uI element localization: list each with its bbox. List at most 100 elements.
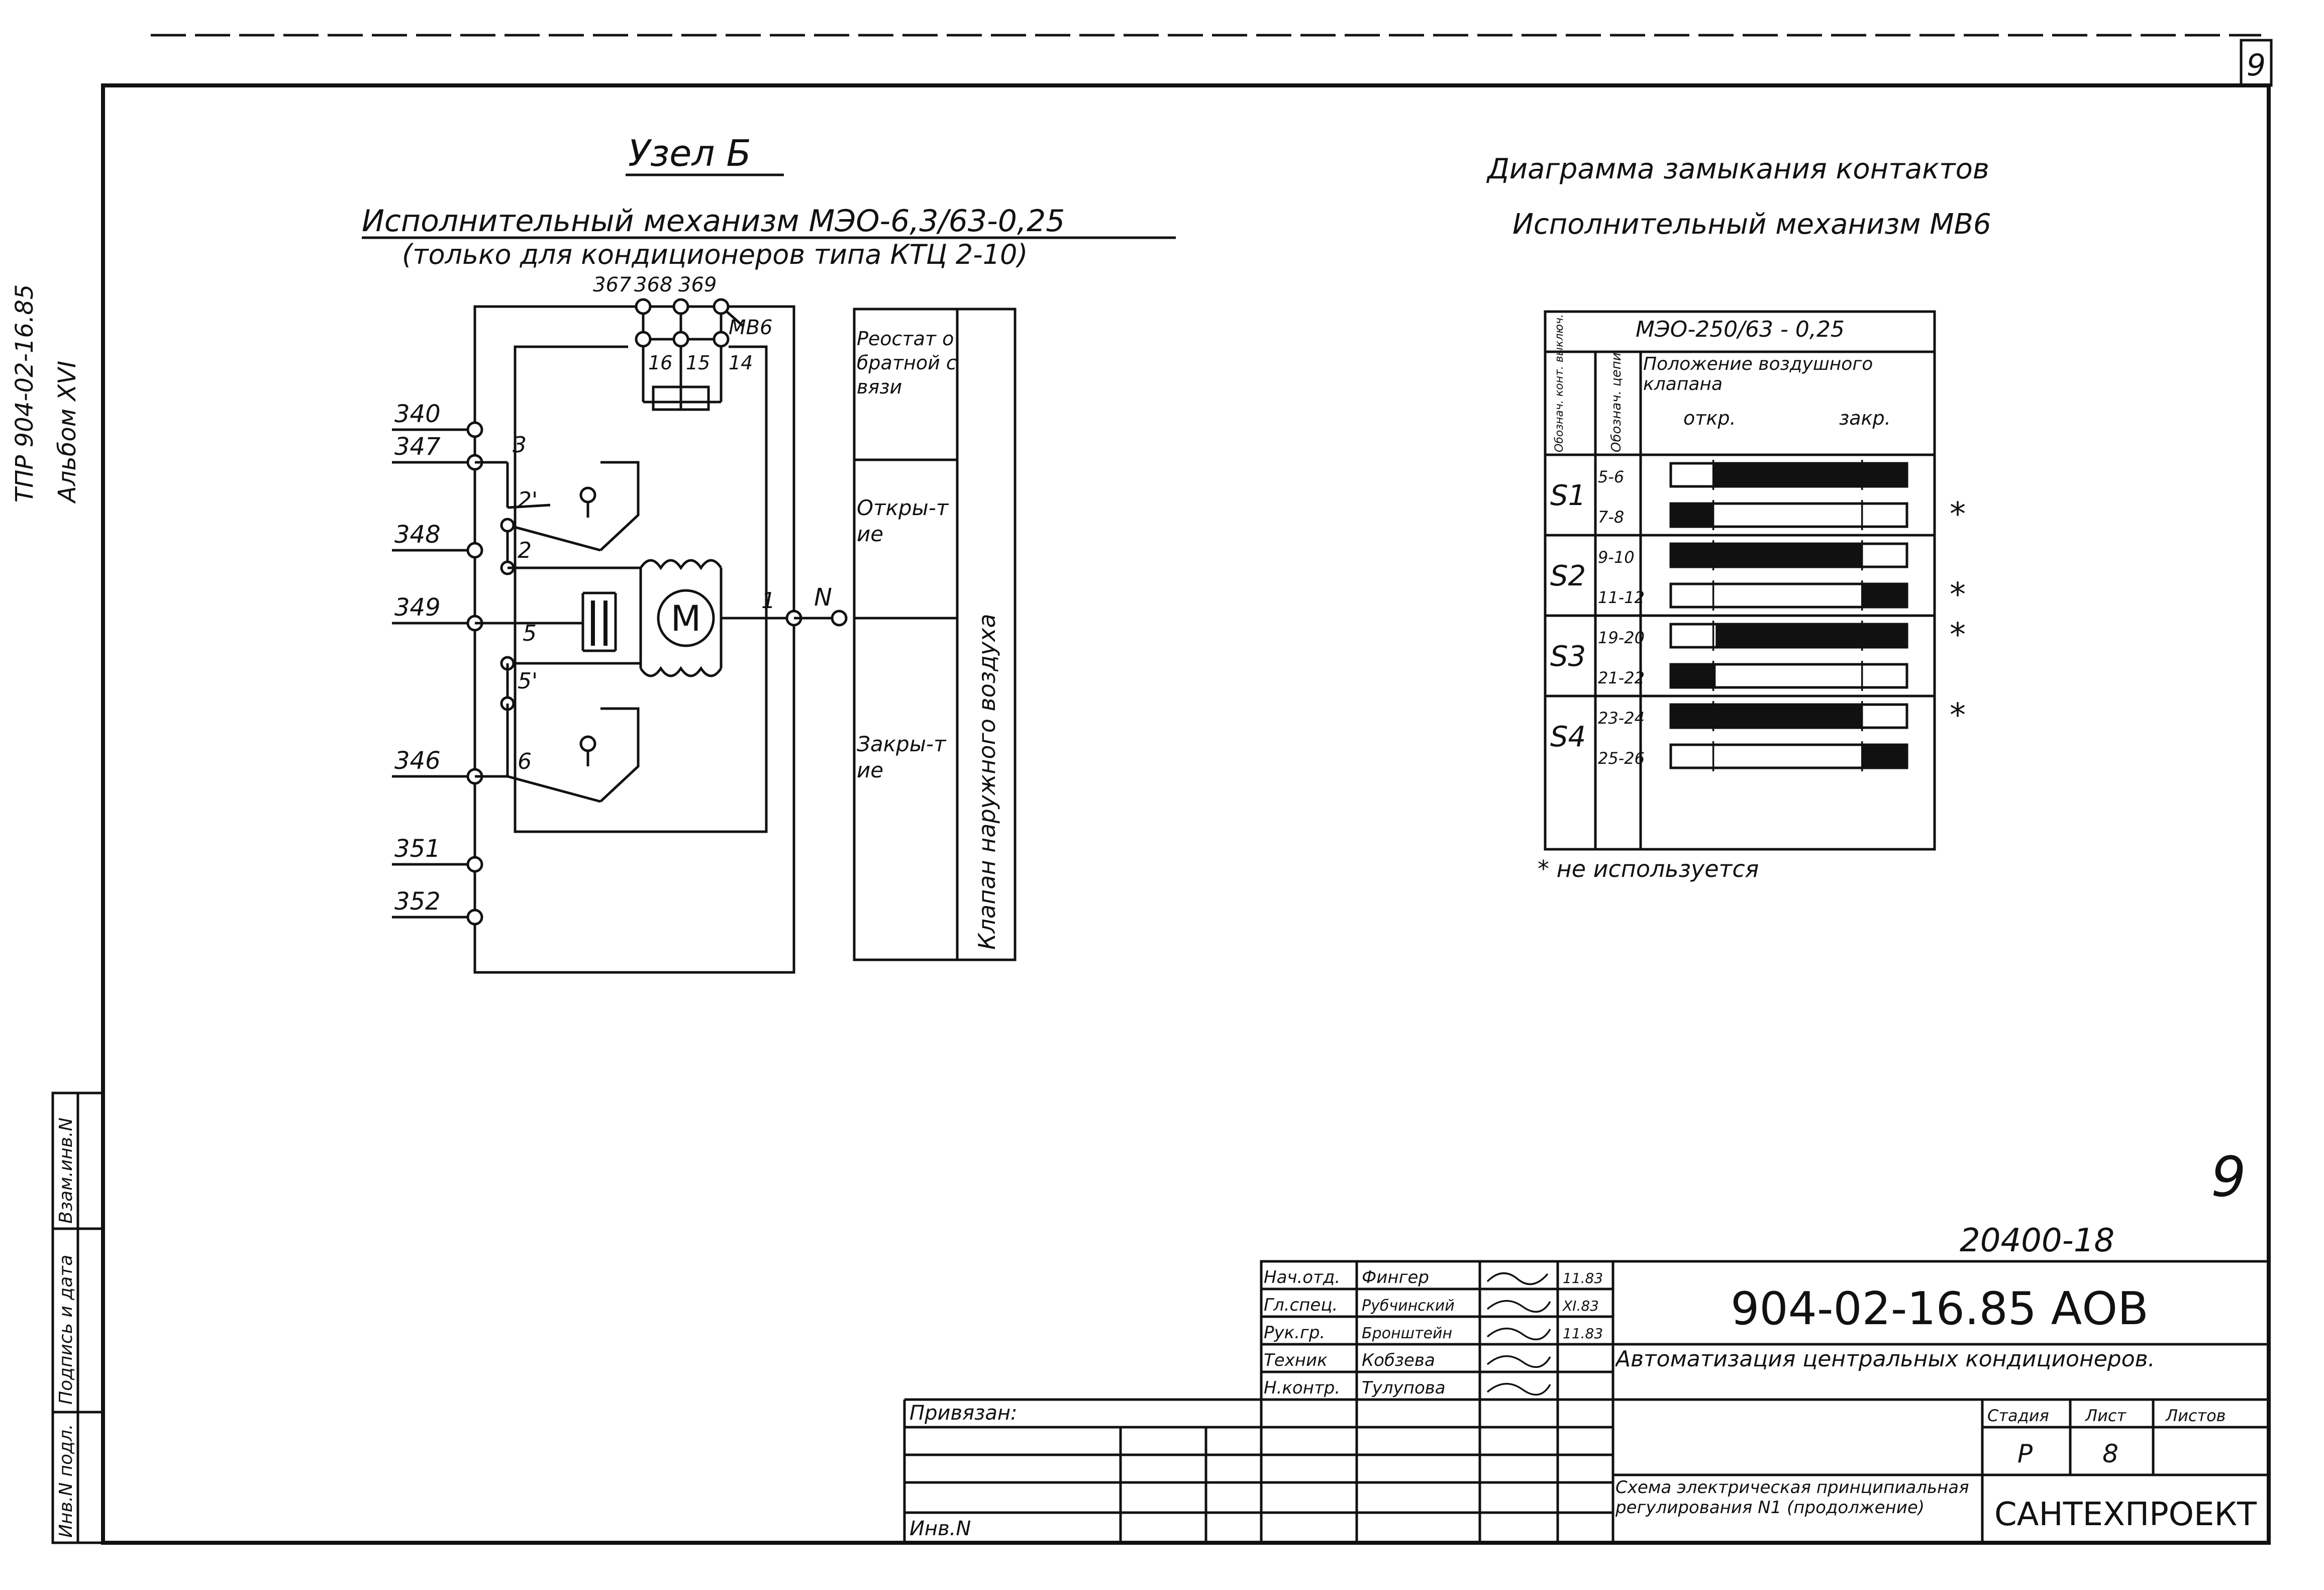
- terminal-label-346: 346: [394, 747, 441, 775]
- block-pin-16: 16: [648, 352, 672, 374]
- contact-group-s1: S1: [1550, 479, 1586, 512]
- motor-symbol: [657, 589, 715, 647]
- node-label-2: 2: [518, 538, 532, 563]
- block-label: МВ6: [729, 316, 772, 339]
- signer-name-5: Тулупова: [1362, 1378, 1446, 1398]
- project-title: Автоматизация центральных кондиционеров.: [1615, 1347, 2155, 1372]
- circuit-label: 9-10: [1598, 548, 1635, 567]
- signer-date-1: 11.83: [1563, 1270, 1603, 1286]
- function-row-open: Откры-тие: [857, 495, 949, 546]
- function-table: Реостат обратной связи Откры-тие Закры-т…: [853, 308, 1017, 961]
- contact-open-label: откр.: [1683, 407, 1736, 429]
- circuit-label: 25-26: [1598, 749, 1645, 768]
- organization: САНТЕХПРОЕКТ: [1994, 1496, 2257, 1533]
- function-row-close: Закры-тие: [857, 732, 946, 782]
- function-row-feedback: Реостат обратной связи: [857, 328, 957, 398]
- node-label-5: 5: [523, 621, 537, 646]
- node-title: Узел Б: [628, 132, 751, 174]
- sheet-value: 8: [2102, 1439, 2118, 1468]
- signer-role-1: Нач.отд.: [1264, 1267, 1340, 1287]
- top-terminal-label-367: 367: [593, 273, 632, 296]
- circuit-label: 19-20: [1598, 628, 1645, 647]
- margin-label-album: Альбом XVI: [53, 361, 81, 504]
- side-stamp-inv-podl: Инв.N подл.: [56, 1424, 76, 1538]
- doc-code: 904-02-16.85 АОВ: [1731, 1282, 2149, 1335]
- terminal-351: [466, 856, 483, 873]
- signer-date-2: XI.83: [1562, 1298, 1599, 1314]
- node-label-6: 6: [518, 749, 532, 774]
- node-header: Узел Б Исполнительный механизм МЭО-6,3/6…: [362, 132, 1176, 270]
- top-terminal-369: [713, 298, 730, 315]
- top-terminal-367: [635, 298, 652, 315]
- top-terminal-label-369: 369: [678, 273, 717, 296]
- terminal-label-352: 352: [394, 887, 441, 916]
- signer-role-4: Техник: [1264, 1350, 1328, 1370]
- top-terminal-368: [672, 298, 689, 315]
- circuit-label: 23-24: [1598, 709, 1645, 728]
- circuit-label: 7-8: [1598, 508, 1624, 527]
- side-stamp-vzam: Взам.инв.N: [56, 1118, 76, 1224]
- contact-rows: S15-67-8*S29-1011-12*S319-20*21-22S423-2…: [1545, 460, 1966, 771]
- unused-star: *: [1950, 576, 1966, 614]
- sheets-header: Листов: [2165, 1406, 2226, 1425]
- ref-number: 20400-18: [1960, 1222, 2114, 1259]
- contact-diagram-subtitle: Исполнительный механизм МВ6: [1512, 208, 1991, 241]
- mechanism-title: Исполнительный механизм МЭО-6,3/63-0,25: [362, 204, 1065, 239]
- sheet-header: Лист: [2085, 1406, 2127, 1425]
- contact-group-s2: S2: [1550, 560, 1586, 592]
- terminal-label-349: 349: [394, 593, 441, 622]
- signer-date-3: 11.83: [1563, 1325, 1603, 1342]
- block-pin-14: 14: [729, 352, 753, 374]
- page-number: 9: [2247, 48, 2266, 83]
- contact-group-s4: S4: [1550, 721, 1586, 753]
- terminal-label-348: 348: [394, 521, 441, 549]
- circuit-closed-segment: [1713, 463, 1907, 486]
- terminal-340: [466, 421, 483, 438]
- circuit-label: 5-6: [1598, 467, 1624, 486]
- margin-labels: ТПР 904-02-16.85 Альбом XVI: [11, 284, 81, 504]
- contact-diagram-title: Диаграмма замыкания контактов: [1486, 153, 1989, 185]
- schematic: 367 368 369 МВ6 16 15 14 340 347 348 349…: [392, 273, 848, 974]
- motor-label: M: [671, 598, 701, 639]
- terminal-352: [466, 909, 483, 926]
- unused-star: *: [1950, 617, 1966, 654]
- node-label-5p: 5': [518, 668, 538, 694]
- circuit-closed-segment: [1862, 584, 1907, 607]
- block-pin-15: 15: [686, 352, 710, 374]
- signer-name-1: Фингер: [1362, 1267, 1429, 1287]
- signer-name-3: Бронштейн: [1362, 1325, 1452, 1342]
- terminal-label-351: 351: [394, 835, 441, 863]
- contact-diagram: Диаграмма замыкания контактов Исполнител…: [1486, 153, 1991, 882]
- sheet-frame: 9 9: [101, 34, 2273, 1545]
- terminal-label-347: 347: [394, 433, 441, 461]
- unused-star: *: [1950, 697, 1966, 734]
- top-terminal-label-368: 368: [634, 273, 672, 296]
- signer-role-3: Рук.гр.: [1264, 1323, 1325, 1343]
- mechanism-note: (только для кондиционеров типа КТЦ 2-10): [402, 239, 1028, 270]
- contact-col-position: Положение воздушного клапана: [1643, 354, 1873, 394]
- node-label-1: 1: [761, 588, 775, 614]
- sheet-title: Схема электрическая принципиальная регул…: [1615, 1477, 1969, 1518]
- title-block: 20400-18 Нач.отд. Фингер 11.83 Гл.спец. …: [903, 1222, 2270, 1544]
- terminal-label-340: 340: [394, 400, 441, 428]
- signer-name-2: Рубчинский: [1362, 1297, 1455, 1315]
- node-label-2p: 2': [518, 487, 538, 513]
- margin-label-project: ТПР 904-02-16.85: [11, 284, 39, 503]
- node-label-3: 3: [513, 432, 527, 458]
- contact-table-title: МЭО-250/63 - 0,25: [1636, 317, 1845, 342]
- side-stamp-signature: Подпись и дата: [56, 1255, 76, 1405]
- terminal-348: [466, 542, 483, 559]
- circuit-closed-segment: [1671, 544, 1862, 567]
- stage-value: Р: [2017, 1439, 2033, 1468]
- bound-label: Привязан:: [910, 1402, 1018, 1425]
- circuit-label: 21-22: [1598, 668, 1645, 687]
- stage-header: Стадия: [1987, 1406, 2049, 1425]
- signer-role-5: Н.контр.: [1264, 1378, 1340, 1398]
- circuit-closed-segment: [1671, 664, 1716, 687]
- function-side-label: Клапан наружного воздуха: [973, 614, 1000, 950]
- contact-col-contact: Обознач. конт. выключ.: [1553, 314, 1566, 452]
- contact-footnote: * не используется: [1538, 855, 1759, 882]
- signer-name-4: Кобзева: [1362, 1350, 1435, 1370]
- contact-close-label: закр.: [1839, 407, 1891, 429]
